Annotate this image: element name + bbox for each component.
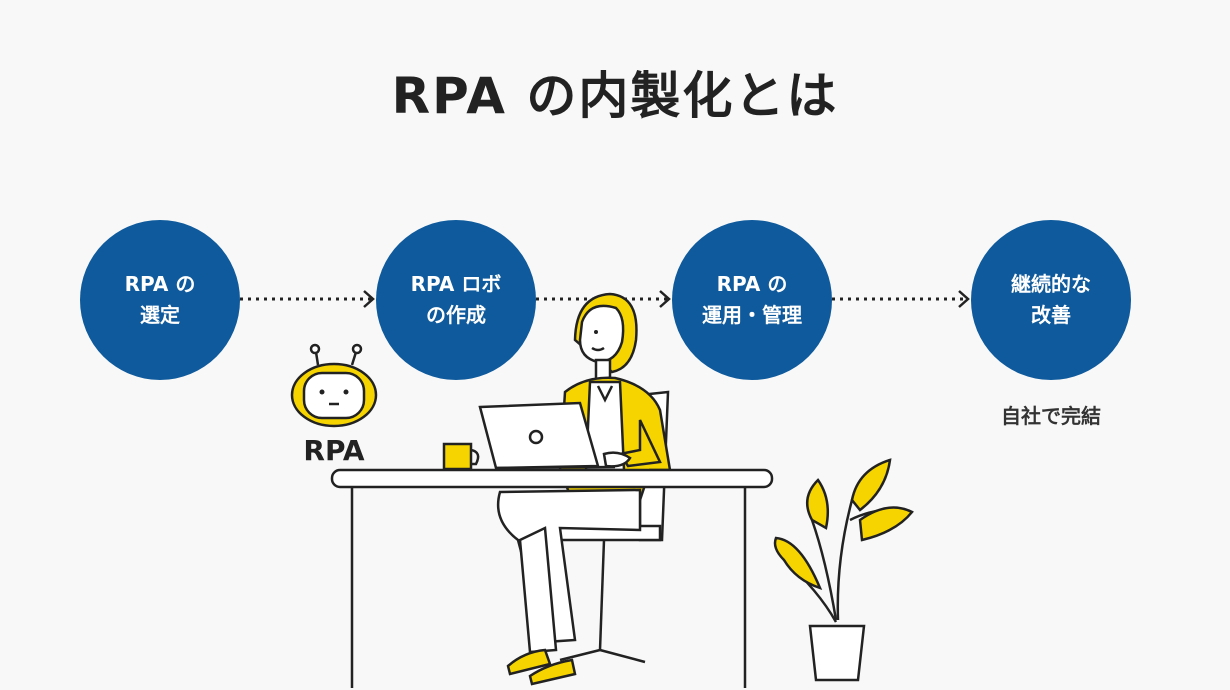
step-1-line2: 選定 bbox=[140, 303, 180, 327]
step-3-circle: RPA の 運用・管理 bbox=[672, 220, 832, 380]
desk bbox=[330, 468, 774, 688]
step-2-circle: RPA ロボ の作成 bbox=[376, 220, 536, 380]
step-4-line1: 継続的な bbox=[1011, 272, 1091, 296]
laptop bbox=[478, 401, 616, 470]
page-title: RPA の内製化とは bbox=[391, 67, 839, 125]
step-4-circle: 継続的な 改善 bbox=[971, 220, 1131, 380]
robot-icon bbox=[290, 343, 378, 428]
step-3-line2: 運用・管理 bbox=[702, 303, 802, 327]
step-2-line2: の作成 bbox=[426, 303, 486, 327]
person-illustration bbox=[496, 292, 672, 686]
step-4-line2: 改善 bbox=[1031, 303, 1071, 327]
step-1-circle: RPA の 選定 bbox=[80, 220, 240, 380]
step-3-line1: RPA の bbox=[716, 272, 788, 296]
mug bbox=[442, 442, 480, 471]
robot-label: RPA bbox=[303, 434, 365, 467]
arrow-1 bbox=[240, 290, 375, 308]
step-1-line1: RPA の bbox=[124, 272, 196, 296]
arrow-3 bbox=[832, 290, 970, 308]
step-2-line1: RPA ロボ bbox=[410, 272, 502, 296]
plant bbox=[773, 458, 914, 682]
step-4-caption: 自社で完結 bbox=[1001, 404, 1101, 428]
